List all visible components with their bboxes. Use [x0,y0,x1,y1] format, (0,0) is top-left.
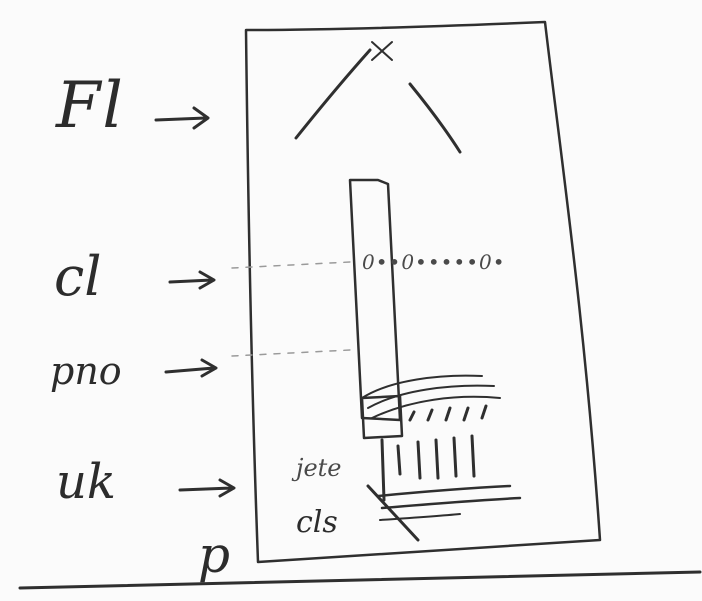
column-bottom-box [360,394,404,440]
arrow-fl [154,106,210,130]
arc-3 [371,395,501,419]
bottom-line-1 [376,484,512,498]
label-cls: cls [296,505,338,540]
label-cl: cl [54,245,102,308]
diagonal-slash [366,484,420,542]
bottom-line-3 [379,513,461,521]
arc-ticks [408,404,488,422]
central-column [348,178,402,422]
arc-2 [367,384,495,409]
label-jete: jete [296,454,342,482]
label-p: p [198,526,231,584]
bead-row: 0••0•••••0• [362,250,506,274]
label-pno: pno [50,349,122,393]
peak-left-line [294,48,372,140]
guide-cl [231,261,351,269]
outer-frame [244,20,602,564]
vertical-strings [380,434,476,502]
peak-right-line [408,82,462,154]
peak-x-mark [371,41,393,61]
arrow-cl [168,270,216,290]
guide-pno [231,349,351,357]
bottom-line-2 [380,496,522,510]
arrow-uk [178,478,236,498]
arc-1 [361,374,483,399]
floor-line [18,570,702,590]
label-fl: Fl [56,69,125,143]
arrow-pno [164,358,218,378]
label-uk: uk [56,454,116,510]
